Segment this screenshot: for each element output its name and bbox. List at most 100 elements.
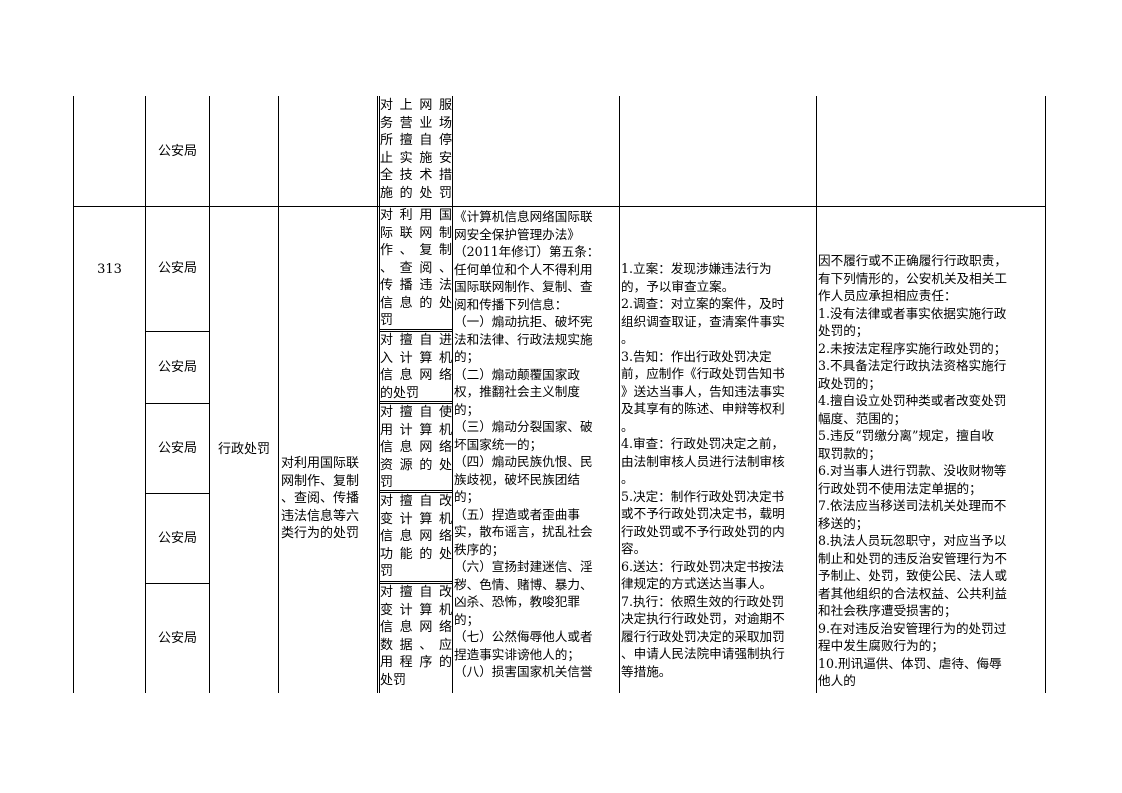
grid-vline	[278, 96, 279, 693]
row-313-dept-5: 公安局	[146, 584, 209, 693]
dept-text: 公安局	[157, 143, 197, 159]
grid-vline	[619, 96, 620, 693]
basis-line: （2011年修订）第五条：	[454, 244, 600, 259]
liability-line: 他人的	[818, 673, 856, 688]
sub-item-line: 的处罚	[380, 385, 420, 401]
sub-item-line: 传播违法	[380, 278, 452, 293]
row-313-dept-3: 公安局	[146, 404, 209, 493]
liability-line: 5.违反“罚缴分离”规定，擅自收	[818, 428, 995, 443]
sub-item-line: 务营业场	[380, 115, 452, 131]
sub-item-line: 用计算机	[380, 422, 452, 438]
sub-item-line: 止实施安	[380, 150, 452, 166]
basis-line: 族歧视，破坏民族团结	[454, 471, 580, 487]
basis-line: 阅和传播下列信息：	[454, 296, 568, 312]
grid-vline	[73, 96, 74, 693]
row-313-dept-1: 公安局	[146, 207, 209, 331]
main-item-line: 网制作、复制	[281, 473, 360, 489]
liability-line: 和社会秩序遭受损害的；	[818, 603, 957, 618]
liability-line: 7.依法应当移送司法机关处理而不	[818, 498, 1007, 513]
liability-line: 作人员应承担相应责任：	[818, 288, 957, 303]
grid-vline	[379, 96, 380, 693]
liability-line: 幅度、范围的；	[818, 410, 907, 426]
category: 行政处罚	[210, 207, 278, 693]
row-number: 313	[74, 207, 145, 332]
process-line: 2.调查：对立案的案件，及时	[621, 296, 785, 311]
process-line: 律规定的方式送达当事人。	[621, 576, 773, 591]
process-line: 的，予以审查立案。	[621, 278, 735, 294]
basis-line: （四）煽动民族仇恨、民	[454, 454, 593, 469]
process-line: 3.告知：作出行政处罚决定	[621, 348, 772, 364]
sub-item-line: 、查阅、	[380, 260, 452, 276]
liability-line: 行政处罚不使用法定单据的；	[818, 480, 982, 496]
grid-hline	[379, 331, 453, 332]
process-line: 履行行政处罚决定的采取加罚	[621, 628, 785, 644]
grid-vline	[816, 96, 817, 693]
process-line: 。	[621, 331, 634, 346]
sub-item-4: 对擅自改 变计算机 信息网络 功能的处 罚	[380, 493, 452, 581]
main-item: 对利用国际联 网制作、复制 、查阅、传播 违法信息等六 类行为的处罚	[281, 455, 377, 543]
sub-item-line: 变计算机	[380, 511, 452, 527]
legal-basis: 《计算机信息网络国际联 网安全保护管理办法》 （2011年修订）第五条： 任何单…	[454, 208, 618, 693]
liability: 因不履行或不正确履行行政职责， 有下列情形的，公安机关及相关工 作人员应承担相应…	[818, 252, 1044, 693]
basis-line: （六）宣扬封建迷信、淫	[454, 559, 593, 574]
grid-hline	[379, 403, 453, 404]
sub-item-line: 对擅自改	[380, 494, 452, 509]
grid-vline	[452, 96, 453, 693]
basis-line: 法和法律、行政法规实施	[454, 331, 593, 347]
basis-line: （一）煽动抗拒、破坏宪	[454, 314, 593, 329]
grid-hline	[145, 583, 210, 584]
grid-vline	[209, 96, 210, 693]
sub-item-line: 对上网服	[380, 98, 452, 113]
dept-text: 公安局	[157, 261, 197, 277]
sub-item-2: 对擅自进 入计算机 信息网络 的处罚	[380, 332, 452, 401]
sub-item-3: 对擅自使 用计算机 信息网络 资源的处 罚	[380, 404, 452, 490]
basis-line: 权，推翻社会主义制度	[454, 384, 580, 399]
sub-item-line: 用程序的	[380, 655, 452, 670]
dept-text: 公安局	[157, 630, 197, 646]
liability-line: 制止和处罚的违反治安管理行为不	[818, 550, 1007, 566]
sub-item-line: 罚	[380, 475, 394, 490]
basis-line: 的；	[454, 349, 480, 364]
process-line: 6.送达：行政处罚决定书按法	[621, 558, 785, 574]
row-313-dept-2: 公安局	[146, 332, 209, 403]
liability-line: 者其他组织的合法权益、公共利益	[818, 585, 1007, 601]
liability-line: 9.在对违反治安管理行为的处罚过	[818, 620, 1007, 636]
sub-item-5: 对擅自改 变计算机 信息网络 数据、应 用程序的 处罚	[380, 584, 452, 693]
liability-line: 1.没有法律或者事实依据实施行政	[818, 305, 1007, 321]
liability-line: 10.刑讯逼供、体罚、虐待、侮辱	[818, 655, 1002, 671]
grid-hline	[379, 583, 453, 584]
basis-line: （二）煽动颠覆国家政	[454, 366, 580, 382]
process-line: 决定执行行政处罚，对逾期不	[621, 611, 785, 626]
basis-line: （三）煽动分裂国家、破	[454, 419, 593, 434]
basis-line: （五）捏造或者歪曲事	[454, 506, 580, 522]
basis-line: 的；	[454, 401, 480, 417]
grid-hline	[379, 492, 453, 493]
process-line: 行政处罚或不予行政处罚的内	[621, 523, 785, 539]
main-item-line: 类行为的处罚	[281, 526, 360, 541]
liability-line: 有下列情形的，公安机关及相关工	[818, 270, 1007, 286]
process-line: 、申请人民法院申请强制执行	[621, 646, 785, 661]
sub-item-line: 信息网络	[380, 368, 452, 383]
liability-line: 程中发生腐败行为的；	[818, 638, 944, 653]
basis-line: 凶杀、恐怖，教唆犯罪	[454, 594, 580, 609]
sub-item-line: 作、复制	[380, 243, 452, 258]
row-1-dept: 公安局	[146, 97, 209, 206]
process-line: 4.审查：行政处罚决定之前，	[621, 436, 785, 451]
sub-item-line: 入计算机	[380, 350, 452, 366]
grid-vline	[145, 96, 146, 693]
sub-item-line: 对擅自进	[380, 333, 452, 348]
grid-hline	[145, 493, 210, 494]
liability-line: 4.擅自设立处罚种类或者改变处罚	[818, 393, 1007, 408]
process-line: 由法制审核人员进行法制审核	[621, 453, 785, 469]
process-line: 》送达当事人，告知违法事实	[621, 383, 785, 399]
basis-line: 《计算机信息网络国际联	[454, 209, 593, 224]
sub-item-line: 信息网络	[380, 529, 452, 544]
dept-text: 公安局	[157, 359, 197, 375]
basis-line: 的；	[454, 489, 480, 504]
row-313-dept-4: 公安局	[146, 494, 209, 583]
basis-line: 的；	[454, 611, 480, 627]
row-number-text: 313	[97, 261, 122, 277]
sub-item-line: 对擅自改	[380, 585, 452, 600]
process-steps: 1.立案：发现涉嫌违法行为 的，予以审查立案。 2.调查：对立案的案件，及时 组…	[621, 260, 815, 693]
grid-hline	[379, 329, 453, 330]
